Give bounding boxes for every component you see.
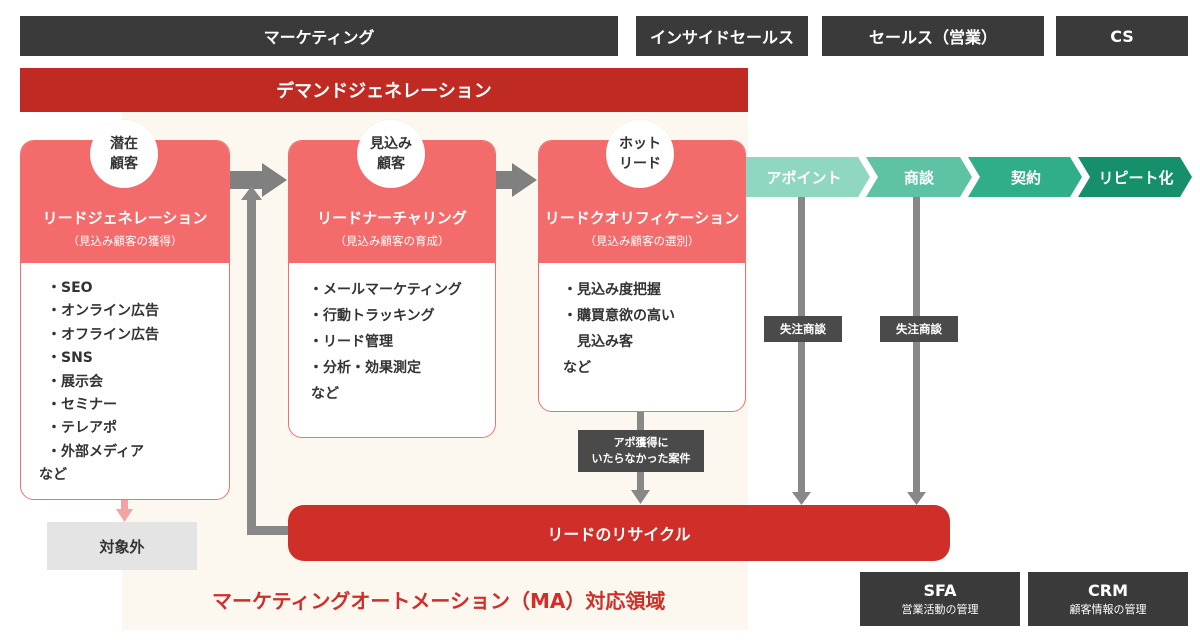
card-lead-generation: リードジェネレーション （見込み顧客の獲得） ・SEO ・オンライン広告 ・オフ… xyxy=(20,140,230,500)
circle-line: 顧客 xyxy=(110,156,138,172)
list-item: ・メールマーケティング xyxy=(309,282,462,298)
list-item: ・展示会 xyxy=(47,373,103,390)
stage-appointment: アポイント xyxy=(766,168,842,187)
list-item: ・外部メディア xyxy=(47,443,145,460)
department-marketing: マーケティング xyxy=(20,16,618,56)
list-item: など xyxy=(311,386,339,402)
list-item: ・オフライン広告 xyxy=(47,326,159,343)
department-cs: CS xyxy=(1056,16,1188,56)
stage-repeat-shape xyxy=(1078,157,1192,197)
tool-crm: CRM 顧客情報の管理 xyxy=(1028,572,1188,626)
card-list: ・メールマーケティング ・行動トラッキング ・リード管理 ・分析・効果測定 など xyxy=(309,277,487,407)
stage-negotiation-shape xyxy=(866,157,972,197)
stage-repeat: リピート化 xyxy=(1098,168,1174,187)
circle-line: 潜在 xyxy=(110,136,138,152)
tag-line: アポ獲得に xyxy=(613,436,669,449)
list-item: など xyxy=(39,467,67,484)
list-item: ・オンライン広告 xyxy=(47,303,159,320)
circle-prospect: 見込み 顧客 xyxy=(357,120,425,188)
negotiation-down-arrow xyxy=(907,196,926,505)
stage-contract: 契約 xyxy=(1010,168,1041,187)
stage-negotiation: 商談 xyxy=(903,168,934,187)
circle-line: 顧客 xyxy=(377,156,405,172)
list-item: ・購買意欲の高い xyxy=(563,308,675,324)
no-appointment-tag: アポ獲得に いたらなかった案件 xyxy=(578,430,704,472)
tool-name: SFA xyxy=(923,581,957,600)
list-item: ・リード管理 xyxy=(309,334,393,350)
list-item: ・セミナー xyxy=(47,397,117,414)
tool-desc: 顧客情報の管理 xyxy=(1069,603,1147,616)
circle-line: 見込み xyxy=(370,136,412,152)
department-sales: セールス（営業） xyxy=(822,16,1044,56)
card-title: リードジェネレーション xyxy=(42,209,208,227)
card-title: リードナーチャリング xyxy=(317,209,467,227)
list-item: ・SNS xyxy=(47,350,93,367)
list-item: ・見込み度把握 xyxy=(563,282,661,298)
circle-line: ホット xyxy=(619,136,661,152)
lost-deal-tag-appointment: 失注商談 xyxy=(764,316,842,342)
list-item: ・SEO xyxy=(47,280,93,296)
list-item: ・行動トラッキング xyxy=(309,308,435,324)
list-item: ・分析・効果測定 xyxy=(309,360,421,376)
circle-line: リード xyxy=(619,156,661,172)
lead-recycle-bar: リードのリサイクル xyxy=(288,505,950,561)
recycle-loop-arrow xyxy=(241,186,292,535)
card-subtitle: （見込み顧客の獲得） xyxy=(67,234,183,248)
card-subtitle: （見込み顧客の育成） xyxy=(334,234,450,248)
demand-generation-bar: デマンドジェネレーション xyxy=(20,68,748,112)
list-item: ・テレアポ xyxy=(47,420,117,437)
tool-desc: 営業活動の管理 xyxy=(901,603,979,616)
card-title: リードクオリフィケーション xyxy=(544,209,740,227)
card-lead-qualification: リードクオリフィケーション （見込み顧客の選別） ・見込み度把握 ・購買意欲の高… xyxy=(538,140,746,412)
tool-sfa: SFA 営業活動の管理 xyxy=(860,572,1020,626)
arrow-card1-to-card2 xyxy=(220,163,287,197)
appointment-down-arrow xyxy=(792,196,811,505)
card-lead-nurturing: リードナーチャリング （見込み顧客の育成） ・メールマーケティング ・行動トラッ… xyxy=(288,140,496,438)
stage-appointment-shape xyxy=(746,157,870,197)
ma-area-label: マーケティングオートメーション（MA）対応領域 xyxy=(212,589,666,613)
tool-name: CRM xyxy=(1088,581,1128,600)
card-subtitle: （見込み顧客の選別） xyxy=(584,234,700,248)
circle-latent-customer: 潜在 顧客 xyxy=(90,120,158,188)
list-item: など xyxy=(563,360,591,376)
card-list: ・見込み度把握 ・購買意欲の高い 見込み客 など xyxy=(563,277,737,381)
excluded-box: 対象外 xyxy=(47,522,197,570)
department-inside-sales: インサイドセールス xyxy=(636,16,808,56)
stage-contract-shape xyxy=(968,157,1082,197)
lost-deal-tag-negotiation: 失注商談 xyxy=(880,316,958,342)
list-item: 見込み客 xyxy=(563,334,633,350)
excluded-arrow xyxy=(116,498,133,522)
tag-line: いたらなかった案件 xyxy=(591,452,691,465)
card-list: ・SEO ・オンライン広告 ・オフライン広告 ・SNS ・展示会 ・セミナー ・… xyxy=(39,277,221,488)
circle-hot-lead: ホット リード xyxy=(606,120,674,188)
